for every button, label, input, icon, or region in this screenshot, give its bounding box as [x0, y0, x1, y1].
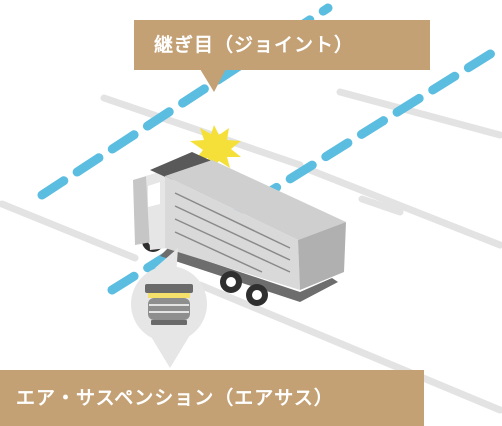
truck-rib-1 [174, 192, 291, 249]
truck-shadow [160, 248, 338, 302]
road-line-3 [0, 200, 139, 262]
joint-callout-pointer [200, 69, 226, 92]
air-suspension-bellows [148, 298, 190, 320]
air-suspension-band [148, 293, 190, 298]
truck-wheel-rear-2-hub [252, 290, 262, 300]
air-suspension-label: エア・サスペンション（エアサス） [0, 370, 424, 426]
truck-cargo-top [165, 160, 346, 240]
road-line-6 [358, 195, 404, 216]
air-suspension-top-plate [145, 284, 193, 293]
truck-cab-roof [150, 152, 214, 180]
truck-rib-3 [174, 218, 291, 273]
truck-cab-window [148, 182, 160, 207]
truck-cargo-ribs [174, 192, 291, 273]
air-suspension-bottom-plate [151, 320, 187, 325]
joint-line-lower [107, 43, 502, 295]
truck-rib-2 [174, 205, 291, 261]
air-suspension-bubble [131, 248, 207, 368]
joint-lines [37, 3, 502, 295]
road-line-5 [336, 88, 502, 139]
road-line-4 [196, 281, 502, 414]
joint-line-upper [37, 3, 333, 200]
joint-label: 継ぎ目（ジョイント） [134, 20, 430, 70]
truck-rib-4 [174, 231, 263, 273]
road-line-2 [306, 166, 502, 249]
truck-wheel-rear-1-hub [226, 277, 236, 287]
road-lines [0, 88, 502, 414]
truck-cargo-rear [298, 222, 346, 290]
air-suspension-icon [145, 284, 193, 325]
truck-icon [133, 152, 346, 306]
air-suspension-bubble-tail [150, 335, 190, 368]
